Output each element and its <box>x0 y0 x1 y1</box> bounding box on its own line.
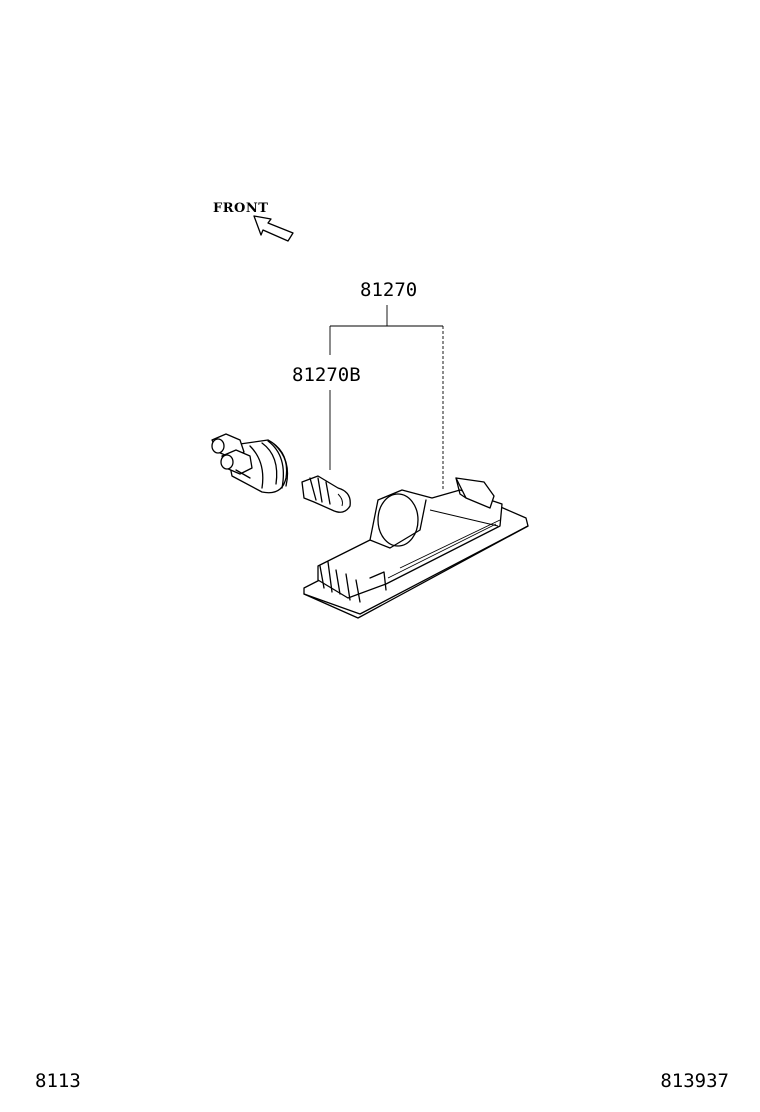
callout-bulb: 81270B <box>292 364 361 470</box>
callout-assembly: 81270 <box>329 279 444 490</box>
callout-bulb-label: 81270B <box>292 364 361 386</box>
illustration-code: 813937 <box>660 1070 729 1092</box>
lamp-housing-illustration <box>303 477 529 619</box>
socket-illustration <box>211 433 289 494</box>
front-arrow-icon <box>253 215 294 242</box>
group-code: 8113 <box>35 1070 81 1092</box>
front-indicator: FRONT <box>213 201 294 242</box>
bulb-illustration <box>301 475 351 513</box>
front-label: FRONT <box>213 201 268 216</box>
callout-assembly-label: 81270 <box>360 279 417 301</box>
